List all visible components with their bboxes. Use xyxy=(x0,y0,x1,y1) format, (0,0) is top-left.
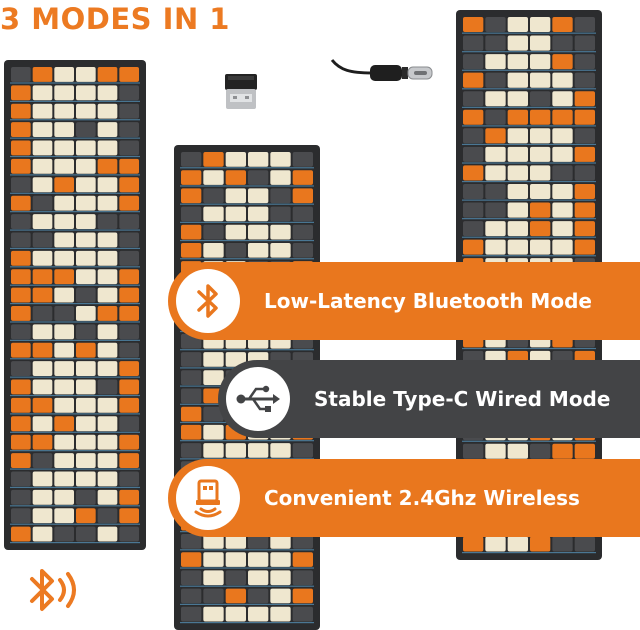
wireless-dongle-icon xyxy=(194,479,222,518)
mode-label-wireless: Convenient 2.4Ghz Wireless xyxy=(264,486,580,510)
mode-label-bluetooth: Low-Latency Bluetooth Mode xyxy=(264,289,592,313)
bluetooth-icon xyxy=(197,284,218,318)
wireless-dongle-icon-badge xyxy=(176,466,240,530)
usb-icon xyxy=(236,385,280,412)
usb-icon-badge xyxy=(226,367,290,431)
mode-label-wired: Stable Type-C Wired Mode xyxy=(314,387,611,411)
bluetooth-signal-icon xyxy=(24,563,88,623)
keyboard-left xyxy=(4,60,146,550)
mode-banner-wired: Stable Type-C Wired Mode xyxy=(218,360,640,438)
mode-banner-wireless: Convenient 2.4Ghz Wireless xyxy=(168,459,640,537)
type-c-cable-icon xyxy=(330,58,445,94)
usb-receiver-icon xyxy=(222,72,262,116)
bluetooth-icon-badge xyxy=(176,269,240,333)
headline: 3 MODES IN 1 xyxy=(0,2,230,36)
mode-banner-bluetooth: Low-Latency Bluetooth Mode xyxy=(168,262,640,340)
